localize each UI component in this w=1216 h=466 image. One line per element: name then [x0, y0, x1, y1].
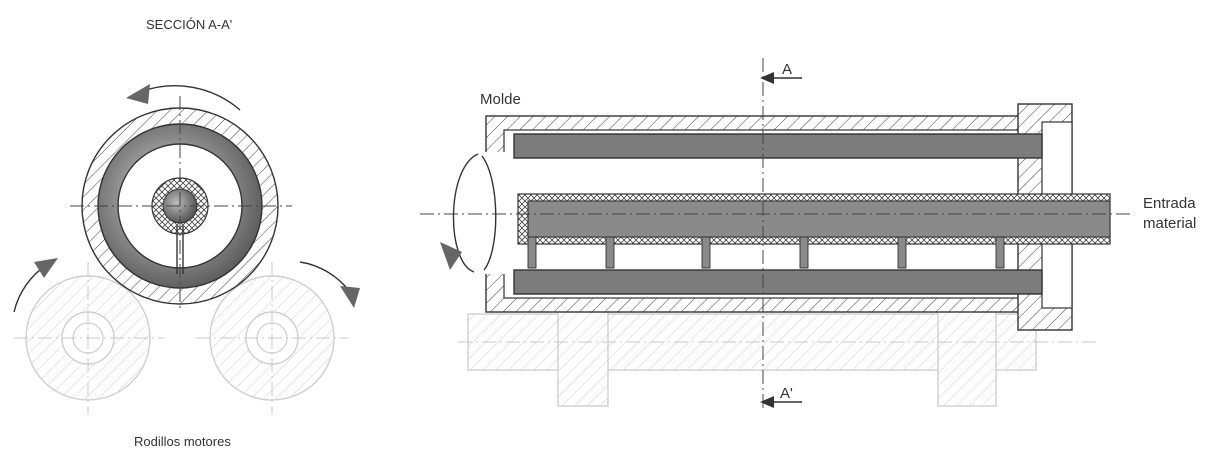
material-feed-pipe	[420, 193, 1130, 245]
feed-nozzles	[527, 236, 1005, 269]
molded-layer-top	[513, 133, 1043, 159]
material-inlet-label-line1: Entrada	[1143, 195, 1196, 212]
rotation-arrow-right-roller	[299, 261, 360, 308]
drive-rollers-label: Rodillos motores	[134, 434, 231, 449]
mold-label: Molde	[480, 91, 521, 108]
molded-layer-bottom	[513, 269, 1043, 295]
drive-roller-right	[196, 262, 348, 414]
section-line	[760, 58, 802, 412]
drive-shaft	[458, 281, 1100, 407]
material-inlet-label-line2: material	[1143, 215, 1196, 232]
section-view: SECCIÓN A-A'	[13, 17, 360, 449]
longitudinal-view: A A' Molde Entrada material	[420, 58, 1196, 412]
rotation-arrow-left-roller	[13, 258, 58, 313]
drive-roller-left	[14, 262, 164, 414]
section-mark-top: A	[782, 61, 792, 78]
rotation-arrow-mold-side	[440, 153, 497, 273]
section-mark-bottom: A'	[780, 385, 793, 402]
rotation-arrow-mold	[126, 84, 241, 111]
section-title: SECCIÓN A-A'	[146, 17, 232, 32]
mold-cross-section	[70, 96, 292, 310]
